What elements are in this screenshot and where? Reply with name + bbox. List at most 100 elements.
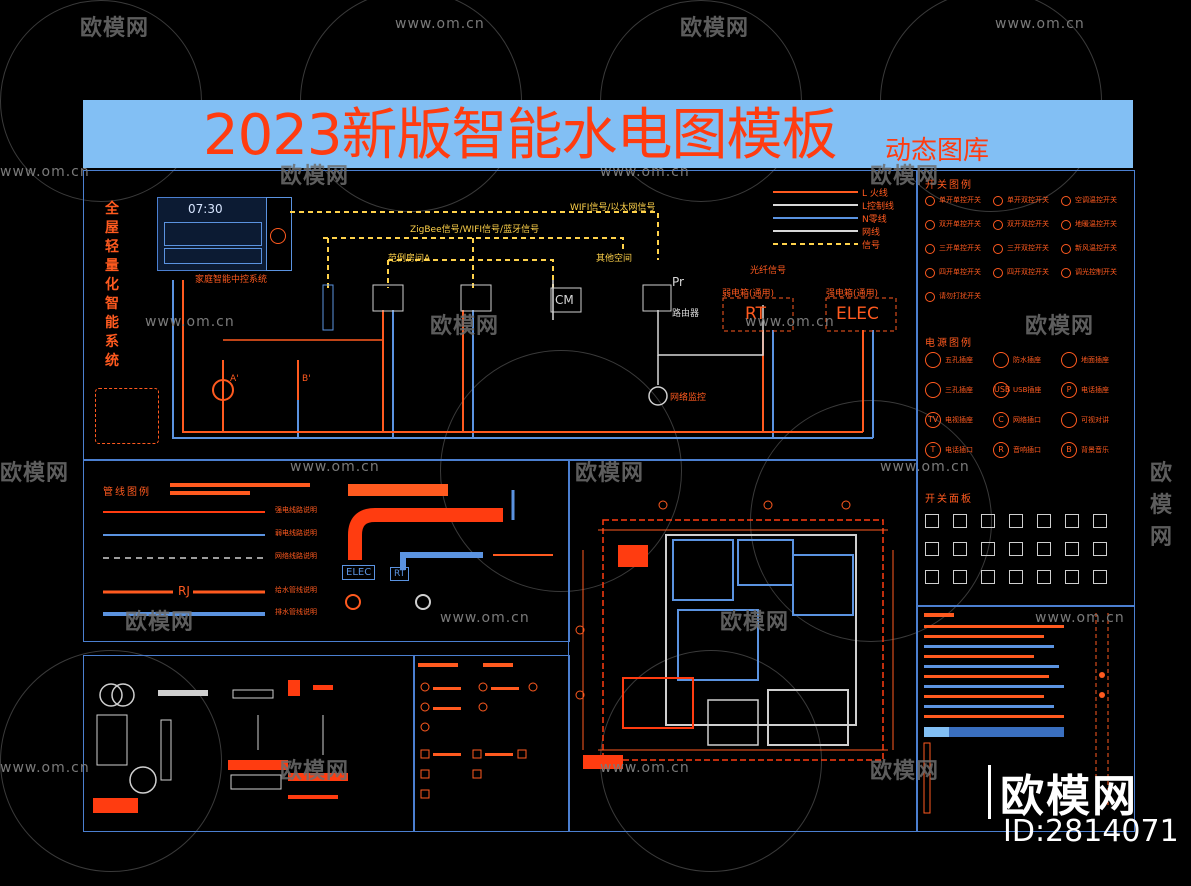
hub-buttons [164, 222, 262, 246]
system-panel [83, 170, 918, 460]
watermark-brand: 欧模网 [125, 610, 195, 635]
pipe-legend-label: 弱电线路说明 [275, 529, 317, 537]
logo-bar [988, 765, 991, 819]
switch-panel-icon [1009, 514, 1023, 528]
watermark-circle [440, 350, 682, 592]
watermark-brand: 欧模网 [280, 164, 350, 189]
pr-label: Pr [672, 275, 684, 289]
power-legend-label: 电视插座 [945, 416, 973, 424]
weak-box-label: 弱电箱(通用) [722, 289, 775, 299]
watermark-brand: 欧模网 [280, 759, 350, 784]
watermark-brand: 欧模网 [680, 16, 750, 41]
elec-label: ELEC [836, 304, 879, 324]
brand-logo: 欧模网 [1000, 771, 1138, 822]
room-a-label: 范例房间A [388, 254, 431, 264]
switch-legend-grid: 单开单控开关单开双控开关空调温控开关双开单控开关双开双控开关地暖温控开关三开单控… [925, 194, 1125, 314]
power-symbol-icon: C [993, 412, 1009, 428]
switch-panel-icon [1093, 542, 1107, 556]
pipe-rt-label: RT [390, 567, 410, 581]
other-space-label: 其他空间 [596, 254, 633, 264]
watermark-brand: 欧模网 [0, 461, 70, 486]
pipe-legend-label: 网络线路说明 [275, 552, 317, 560]
router-label: 路由器 [672, 309, 700, 319]
watermark-brand: 欧模网 [1025, 314, 1095, 339]
icons-panel [413, 655, 570, 832]
watermark-url: www.om.cn [880, 459, 970, 475]
note-box [95, 388, 159, 444]
watermark-url: www.om.cn [745, 314, 835, 330]
hub-knob-icon [270, 228, 286, 244]
switch-legend-label: 新风温控开关 [1075, 244, 1117, 252]
switch-panel-icon [953, 570, 967, 584]
pipe-legend-panel [83, 460, 570, 642]
power-legend-label: 电话插口 [945, 446, 973, 454]
switch-panel-icon [925, 542, 939, 556]
switch-symbol-icon [993, 220, 1003, 230]
signal-zigbee-label: ZigBee信号/WIFI信号/蓝牙信号 [410, 225, 540, 235]
switch-panel-icon [1037, 514, 1051, 528]
switch-symbol-icon [925, 220, 935, 230]
switch-panel-icon [1009, 570, 1023, 584]
watermark-brand: 欧模网 [720, 610, 790, 635]
switch-panel-icon [1065, 514, 1079, 528]
power-symbol-icon: T [925, 442, 941, 458]
switch-symbol-icon [993, 196, 1003, 206]
switch-panel-icon [1065, 542, 1079, 556]
power-legend-label: 背景音乐 [1081, 446, 1109, 454]
fiber-label: 光纤信号 [750, 266, 787, 276]
hub-label: 家庭智能中控系统 [195, 275, 268, 285]
cm-label: CM [555, 293, 574, 307]
power-legend-label: USB插座 [1013, 386, 1042, 394]
hub-side [266, 197, 292, 271]
switch-symbol-icon [1061, 220, 1071, 230]
system-vertical-title: 全屋轻量化智能系统 [105, 201, 119, 369]
switch-panel-icon [1009, 542, 1023, 556]
switch-legend-label: 四开单控开关 [939, 268, 981, 276]
switch-symbol-icon [925, 196, 935, 206]
switch-panel-icon [953, 514, 967, 528]
switch-legend-label: 三开双控开关 [1007, 244, 1049, 252]
page-subtitle: 动态图库 [885, 136, 990, 166]
watermark-circle [750, 400, 992, 642]
floorplan-panel [568, 460, 918, 832]
pipe-lines [103, 484, 553, 616]
power-symbol-icon [1061, 412, 1077, 428]
switch-panel-icon [1065, 570, 1079, 584]
watermark-url: www.om.cn [0, 164, 90, 180]
watermark-brand: 欧模网 [430, 314, 500, 339]
switch-symbol-icon [993, 268, 1003, 278]
power-legend-label: 可视对讲 [1081, 416, 1109, 424]
watermark-brand: 欧模网 [80, 16, 150, 41]
power-symbol-icon: B [1061, 442, 1077, 458]
power-legend-label: 地面插座 [1081, 356, 1109, 364]
power-symbol-icon [993, 352, 1009, 368]
line-legend-item: 信号 [862, 241, 881, 251]
switch-legend-label: 调光控制开关 [1075, 268, 1117, 276]
switch-symbol-icon [993, 244, 1003, 254]
floor-plan [575, 500, 894, 769]
asset-id: ID:2814071 [1003, 814, 1179, 849]
watermark-brand: 欧模网 [575, 461, 645, 486]
pipe-legend-label: 给水管线说明 [275, 586, 317, 594]
switch-panel-grid [925, 514, 1125, 594]
hub-screen: 07:30 [157, 197, 267, 271]
text-bar [170, 491, 250, 495]
symbol-library [93, 680, 348, 813]
icon-library [418, 663, 538, 799]
power-symbol-icon: R [993, 442, 1009, 458]
watermark-circle [0, 650, 222, 872]
monitor-label: 网络监控 [670, 393, 707, 403]
a-point-label: A' [230, 374, 239, 384]
rt-label: RT [745, 304, 766, 324]
pipe-legend-label: 强电线路说明 [275, 506, 317, 514]
switch-panel-icon [981, 570, 995, 584]
switch-legend-label: 单开双控开关 [1007, 196, 1049, 204]
switch-panel-header: 开关面板 [925, 494, 973, 505]
watermark-url: www.om.cn [600, 760, 690, 776]
switch-symbol-icon [1061, 268, 1071, 278]
switch-legend-label: 请勿打扰开关 [939, 292, 981, 300]
switch-legend-header: 开关图例 [925, 180, 973, 191]
line-legend-item: L 火线 [862, 189, 888, 199]
